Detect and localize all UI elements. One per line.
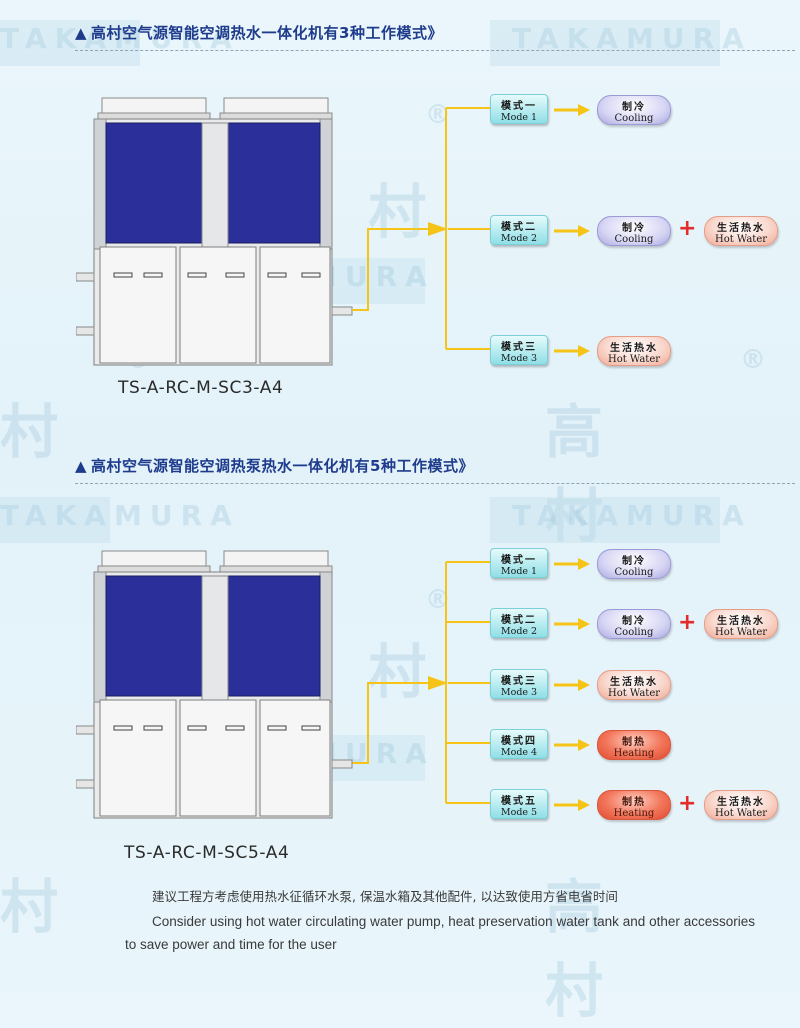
watermark-brand: TAKAMURA (0, 22, 240, 55)
watermark-band (490, 20, 720, 66)
watermark-brand: TAKAMURA (512, 22, 752, 55)
section-2-divider (75, 483, 795, 484)
watermark-band (0, 20, 140, 66)
note-english: Consider using hot water circulating wat… (125, 914, 755, 952)
triangle-icon: ▲ (75, 24, 88, 42)
watermark-brand-cn: 村 (0, 873, 59, 941)
watermark-brand-cn: 高 村 (545, 398, 644, 550)
watermark-brand: TAKAMURA (0, 499, 240, 532)
plus-icon: + (678, 216, 697, 241)
section-1-title: ▲高村空气源智能空调热水一体化机有3种工作模式》 (75, 24, 443, 42)
watermark-band (0, 497, 110, 543)
section-2-title: ▲高村空气源智能空调热泵热水一体化机有5种工作模式》 (75, 457, 474, 475)
plus-icon: + (678, 791, 697, 816)
watermark-brand: TAKAMURA (512, 499, 752, 532)
model-label-1: TS-A-RC-M-SC3-A4 (118, 378, 284, 398)
heat-pump-unit-image (76, 550, 353, 819)
heat-pump-unit-image (76, 97, 353, 366)
note-chinese: 建议工程方考虑使用热水征循环水泵, 保温水箱及其他配件, 以达致使用方省电省时间 (152, 889, 618, 904)
watermark-reg: ® (740, 345, 766, 375)
connector-lines (352, 104, 590, 811)
model-label-2: TS-A-RC-M-SC5-A4 (124, 843, 290, 863)
plus-icon: + (678, 610, 697, 635)
watermark-band (490, 497, 720, 543)
triangle-icon: ▲ (75, 457, 88, 475)
section-1-divider (75, 50, 795, 51)
watermark-brand-cn: 村 (0, 398, 59, 466)
